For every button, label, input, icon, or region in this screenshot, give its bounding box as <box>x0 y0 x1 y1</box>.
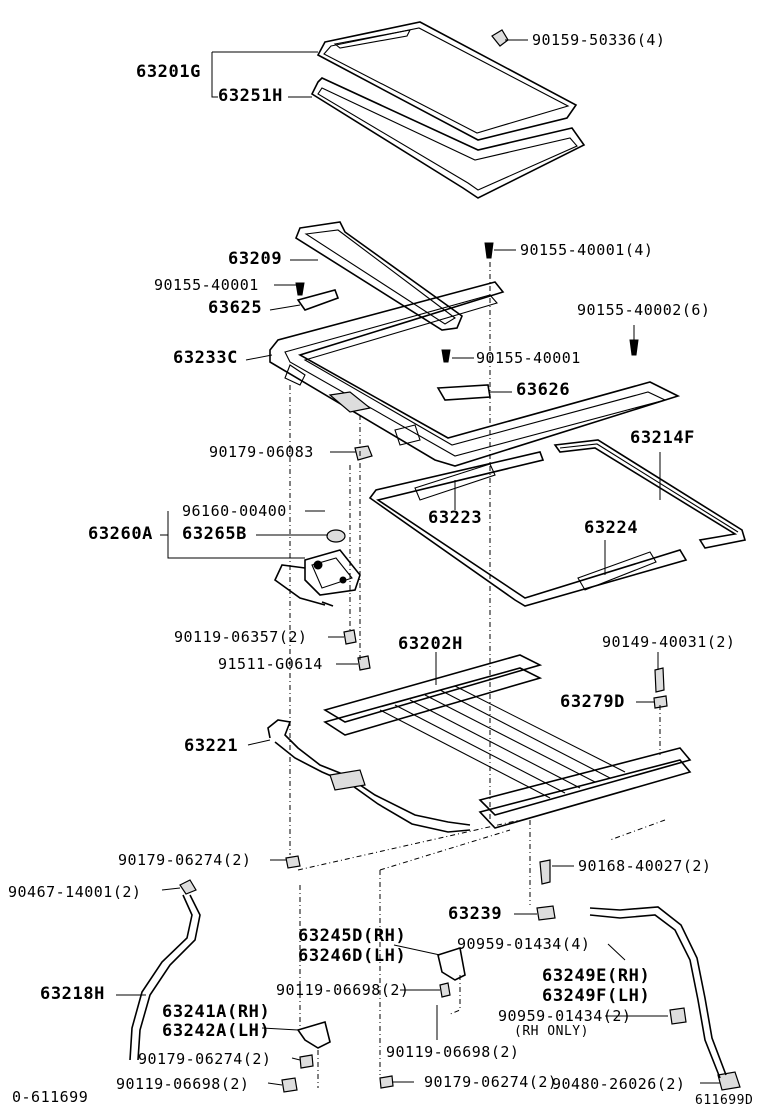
label-63246D: 63246D(LH) <box>298 946 407 966</box>
sunroof-motor <box>273 529 361 607</box>
label-90168-40027: 90168-40027(2) <box>578 857 712 875</box>
label-90155-40001-b: 90155-40001 <box>476 349 581 367</box>
label-63214F: 63214F <box>630 428 696 448</box>
label-63218H: 63218H <box>40 984 106 1004</box>
label-63625: 63625 <box>208 298 263 318</box>
label-90179-06274-b: 90179-06274(2) <box>138 1050 272 1068</box>
label-63202H: 63202H <box>398 634 464 654</box>
label-90119-06698-c: 90119-06698(2) <box>116 1075 250 1093</box>
wind-deflector <box>295 221 463 331</box>
label-63265B: 63265B <box>182 524 248 544</box>
label-63224: 63224 <box>584 518 639 538</box>
label-90179-06274-a: 90179-06274(2) <box>118 851 252 869</box>
leader-lines <box>116 39 720 1086</box>
label-63201G: 63201G <box>136 62 202 82</box>
label-90155-40001-a: 90155-40001 <box>154 276 259 294</box>
label-63241A: 63241A(RH) <box>162 1002 271 1022</box>
label-90959-01434-4: 90959-01434(4) <box>457 935 591 953</box>
label-90149-40031: 90149-40031(2) <box>602 633 736 651</box>
label-63249F: 63249F(LH) <box>542 986 651 1006</box>
label-63239: 63239 <box>448 904 503 924</box>
sunroof-frame <box>269 281 681 467</box>
drive-cable <box>267 719 471 833</box>
sunroof-housing <box>322 654 692 829</box>
label-63260A: 63260A <box>88 524 154 544</box>
drain-hose-63249 <box>589 914 721 1079</box>
label-90119-06698-b: 90119-06698(2) <box>386 1043 520 1061</box>
drive-cable-track <box>553 439 747 549</box>
footer-right-code: 611699D <box>695 1093 754 1108</box>
label-90467-14001: 90467-14001(2) <box>8 883 142 901</box>
bracket-63626 <box>436 384 491 401</box>
label-90480-26026: 90480-26026(2) <box>552 1075 686 1093</box>
label-90119-06698-a: 90119-06698(2) <box>276 981 410 999</box>
footer-left-code: 0-611699 <box>12 1088 89 1106</box>
drain-hose-63218H <box>137 894 201 1061</box>
label-63209: 63209 <box>228 249 283 269</box>
label-90119-06357: 90119-06357(2) <box>174 628 308 646</box>
bracket-63625 <box>296 289 340 311</box>
label-63245D: 63245D(RH) <box>298 926 407 946</box>
label-90179-06274-c: 90179-06274(2) <box>424 1073 558 1091</box>
fasteners <box>179 29 741 1093</box>
sunroof-glass-panel <box>316 21 578 141</box>
label-90155-40001-4: 90155-40001(4) <box>520 241 654 259</box>
label-63626: 63626 <box>516 380 571 400</box>
label-90155-40002: 90155-40002(6) <box>577 301 711 319</box>
bracket-63241 <box>296 1020 331 1049</box>
alignment-lines <box>289 262 666 1088</box>
label-63249E: 63249E(RH) <box>542 966 651 986</box>
label-63251H: 63251H <box>218 86 284 106</box>
label-96160-00400: 96160-00400 <box>182 502 287 520</box>
label-90959-01434-2: 90959-01434(2) <box>498 1007 632 1025</box>
weatherstrip <box>310 77 586 199</box>
label-63233C: 63233C <box>173 348 239 368</box>
label-91511-G0614: 91511-G0614 <box>218 655 323 673</box>
label-63223: 63223 <box>428 508 483 528</box>
label-rh-only: (RH ONLY) <box>514 1024 589 1039</box>
label-63279D: 63279D <box>560 692 626 712</box>
label-90179-06083: 90179-06083 <box>209 443 314 461</box>
label-63242A: 63242A(LH) <box>162 1021 271 1041</box>
label-63221: 63221 <box>184 736 239 756</box>
sunroof-rail <box>368 451 688 607</box>
label-90159-50336: 90159-50336(4) <box>532 31 666 49</box>
